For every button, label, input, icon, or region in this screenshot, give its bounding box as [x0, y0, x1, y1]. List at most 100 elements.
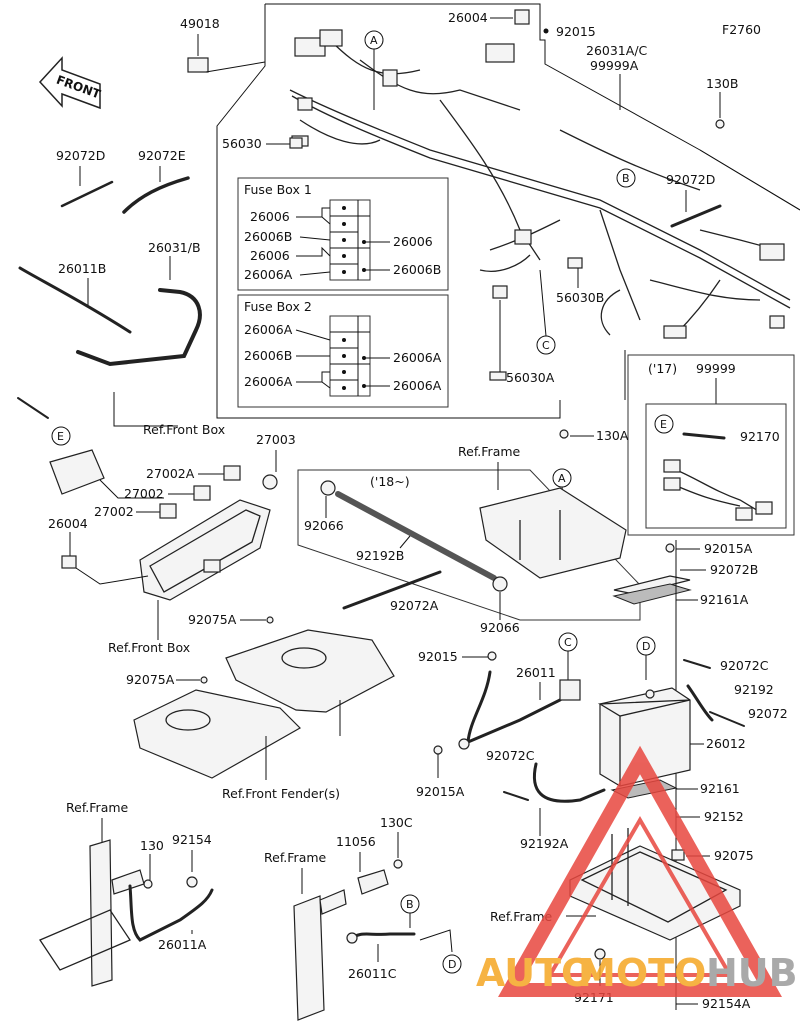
label-92015-top: 92015	[556, 24, 596, 39]
label-92072: 92072	[748, 706, 788, 721]
inset-2017-panel: ('17) 99999 E 92170	[627, 354, 795, 536]
fuse-box-1-left-1: 26006	[250, 209, 290, 224]
label-26004-top: 26004	[448, 10, 488, 25]
label-49018: 49018	[180, 16, 220, 31]
ref-front-box-bottom: Ref.Front Box	[108, 640, 190, 655]
callout-d-battery-letter: D	[642, 640, 650, 653]
ref-front-box-top: Ref.Front Box	[143, 422, 225, 437]
front-fender-group: 92075A 92075A Ref.Front Fender(s)	[126, 612, 395, 801]
fuse-box-2-right-2: 26006A	[393, 378, 442, 393]
fuse-box-1-left-2: 26006B	[244, 229, 292, 244]
box-2018-group: ('18~) 92066 92192B 92072A 92066	[297, 469, 641, 635]
fuse-box-1-right-1: 26006	[393, 234, 433, 249]
label-92072a: 92072A	[390, 598, 439, 613]
ref-frame-battery: Ref.Frame	[490, 909, 553, 924]
label-92015a-bottom: 92015A	[416, 784, 465, 799]
label-92192a: 92192A	[520, 836, 569, 851]
label-26011b: 26011B	[58, 261, 106, 276]
year-2018-label: ('18~)	[370, 474, 410, 489]
label-26011c: 26011C	[348, 966, 397, 981]
figure-code: F2760	[722, 22, 761, 37]
watermark-hub: HUB	[706, 951, 798, 995]
label-26011a: 26011A	[158, 937, 207, 952]
frame-bottom-left-group: Ref.Frame 130 92154 26011A	[39, 800, 214, 987]
label-26031b: 26031/B	[148, 240, 201, 255]
label-130: 130	[140, 838, 164, 853]
label-92075a-left: 92075A	[126, 672, 175, 687]
callout-c-top-letter: C	[542, 339, 550, 352]
cable-26011-group: 92015 26011 C 92015A	[416, 632, 581, 799]
label-92154a: 92154A	[702, 996, 751, 1011]
left-small-parts: 92072D 92072E 26031/B 26011B	[18, 148, 202, 367]
callout-d-bottom	[442, 954, 462, 974]
label-92072b: 92072B	[710, 562, 758, 577]
label-92072d-left: 92072D	[56, 148, 105, 163]
front-arrow: FRONT	[38, 56, 103, 110]
watermark-moto: MOTO	[578, 951, 706, 995]
label-92066-bottom: 92066	[480, 620, 520, 635]
ref-front-fender: Ref.Front Fender(s)	[222, 786, 340, 801]
main-harness-group	[187, 3, 800, 419]
callout-e-left-letter: E	[57, 430, 64, 443]
label-26031ac: 26031A/C	[586, 43, 648, 58]
watermark-auto: AUTO	[476, 951, 593, 995]
label-27002a: 27002A	[146, 466, 195, 481]
label-26012: 26012	[706, 736, 746, 751]
label-130c: 130C	[380, 815, 413, 830]
frame-bottom-center-group: Ref.Frame 11056 130C B D 26011C	[264, 815, 462, 1021]
label-56030a: 56030A	[506, 370, 555, 385]
callout-a-frame-letter: A	[558, 472, 566, 485]
inset-year-label: ('17)	[648, 361, 677, 376]
label-11056: 11056	[336, 834, 376, 849]
label-92161: 92161	[700, 781, 740, 796]
fuse-box-1-right-2: 26006B	[393, 262, 441, 277]
callout-e-inset-letter: E	[660, 418, 667, 431]
label-92192: 92192	[734, 682, 774, 697]
fuse-box-1-left-4: 26006A	[244, 267, 293, 282]
label-130a: 130A	[596, 428, 629, 443]
fuse-box-1-panel: Fuse Box 1 26006 26006B 26006 26006A 260…	[237, 177, 449, 291]
fuse-box-2-left-3: 26006A	[244, 374, 293, 389]
label-92015a-right: 92015A	[704, 541, 753, 556]
label-92154: 92154	[172, 832, 212, 847]
front-box-group: E Ref.Front Box 27003 27002A 27002 27002…	[17, 392, 296, 655]
ref-frame-top: Ref.Frame	[458, 444, 521, 459]
ref-frame-bottom-left: Ref.Frame	[66, 800, 129, 815]
label-92075a-top: 92075A	[188, 612, 237, 627]
label-56030: 56030	[222, 136, 262, 151]
ref-frame-bottom-center: Ref.Frame	[264, 850, 327, 865]
callout-b-top-letter: B	[622, 172, 630, 185]
frame-top-group: Ref.Frame 130A A	[458, 428, 629, 579]
automotohub-watermark: AUTO MOTO HUB	[476, 745, 798, 997]
label-92075: 92075	[714, 848, 754, 863]
label-99999a: 99999A	[590, 58, 639, 73]
callout-e-inset	[654, 414, 674, 434]
label-26004: 26004	[48, 516, 88, 531]
battery-group: 92015A 92072B 92161A D 92072C 92192 9207…	[486, 540, 788, 1011]
label-92192b: 92192B	[356, 548, 404, 563]
callout-c-mid-letter: C	[564, 636, 572, 649]
label-26011: 26011	[516, 665, 556, 680]
callout-a-top-letter: A	[370, 34, 378, 47]
fuse-box-2-right-1: 26006A	[393, 350, 442, 365]
label-130b: 130B	[706, 76, 738, 91]
fuse-box-1-title: Fuse Box 1	[244, 182, 312, 197]
label-27003: 27003	[256, 432, 296, 447]
callout-b-bottom-letter: B	[406, 898, 414, 911]
fuse-box-2-title: Fuse Box 2	[244, 299, 312, 314]
fuse-box-2-left-1: 26006A	[244, 322, 293, 337]
label-92161a: 92161A	[700, 592, 749, 607]
label-27002-a: 27002	[124, 486, 164, 501]
label-99999: 99999	[696, 361, 736, 376]
fuse-box-2-panel: Fuse Box 2 26006A 26006B 26006A 26006A 2…	[237, 294, 449, 408]
label-92066-top: 92066	[304, 518, 344, 533]
label-92152: 92152	[704, 809, 744, 824]
label-92072e: 92072E	[138, 148, 186, 163]
label-56030b: 56030B	[556, 290, 604, 305]
label-92072c-right: 92072C	[720, 658, 769, 673]
label-92072d-right: 92072D	[666, 172, 715, 187]
callout-d-bottom-letter: D	[448, 958, 456, 971]
fuse-box-1-left-3: 26006	[250, 248, 290, 263]
label-92072c-left: 92072C	[486, 748, 535, 763]
